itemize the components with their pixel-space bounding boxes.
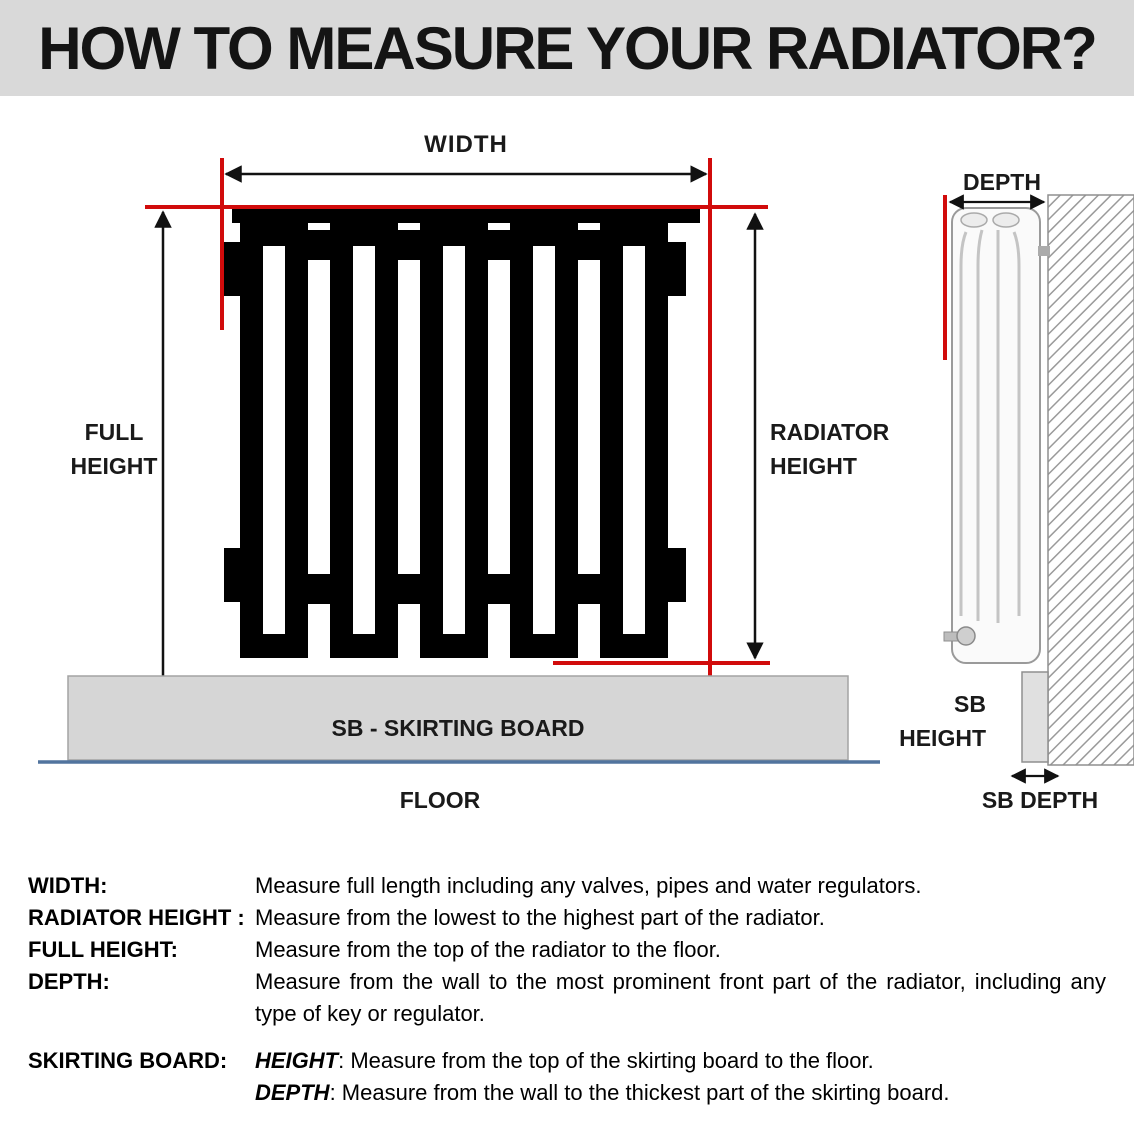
definition-row-skirting-board: SKIRTING BOARD: HEIGHT: Measure from the… (28, 1045, 1106, 1109)
skirting-depth-text: : Measure from the wall to the thickest … (329, 1080, 950, 1105)
definition-row-radiator-height: RADIATOR HEIGHT : Measure from the lowes… (28, 902, 1106, 934)
front-view: WIDTH FULL HEIGHT RADIATOR HEIGHT SB - S… (38, 131, 890, 813)
skirting-depth-term: DEPTH (255, 1080, 330, 1105)
full-height-label-line1: FULL (85, 419, 144, 445)
radiator-height-label-line2: HEIGHT (770, 453, 857, 479)
skirting-height-text: : Measure from the top of the skirting b… (338, 1048, 874, 1073)
full-height-label-line2: HEIGHT (71, 453, 158, 479)
skirting-board-side (1021, 671, 1049, 763)
sb-depth-label: SB DEPTH (982, 787, 1098, 813)
definition-term: RADIATOR HEIGHT : (28, 905, 245, 930)
side-radiator-illustration (943, 207, 1050, 664)
definitions-section: WIDTH: Measure full length including any… (0, 836, 1134, 1109)
skirting-height-line: HEIGHT: Measure from the top of the skir… (255, 1045, 1106, 1077)
definition-term: FULL HEIGHT: (28, 937, 178, 962)
page-title: HOW TO MEASURE YOUR RADIATOR? (38, 14, 1098, 82)
floor-label: FLOOR (400, 787, 481, 813)
radiator-top-bar (232, 205, 700, 223)
definition-text: HEIGHT: Measure from the top of the skir… (255, 1045, 1106, 1109)
skirting-height-term: HEIGHT (255, 1048, 339, 1073)
radiator-connectors (308, 230, 600, 604)
definition-row-width: WIDTH: Measure full length including any… (28, 870, 1106, 902)
diagram-area: WIDTH FULL HEIGHT RADIATOR HEIGHT SB - S… (0, 96, 1134, 836)
width-label: WIDTH (424, 131, 508, 158)
definition-row-depth: DEPTH: Measure from the wall to the most… (28, 966, 1106, 1030)
definition-text: Measure full length including any valves… (255, 873, 922, 898)
definition-term: DEPTH: (28, 969, 110, 994)
sb-height-label-line1: SB (954, 691, 986, 717)
side-view: DEPTH SB HEIGHT SB DEPTH (899, 169, 1134, 813)
wall-hatch (1047, 194, 1134, 766)
definition-term: WIDTH: (28, 873, 108, 898)
definition-term: SKIRTING BOARD: (28, 1048, 228, 1073)
radiator-diagram: WIDTH FULL HEIGHT RADIATOR HEIGHT SB - S… (38, 131, 1134, 813)
definition-text: Measure from the lowest to the highest p… (255, 905, 825, 930)
depth-label: DEPTH (963, 169, 1041, 195)
radiator-columns (240, 222, 668, 658)
skirting-board-box (67, 675, 849, 761)
radiator-height-label-line1: RADIATOR (770, 419, 890, 445)
definition-text: Measure from the top of the radiator to … (255, 937, 721, 962)
title-bar: HOW TO MEASURE YOUR RADIATOR? (0, 0, 1134, 96)
valve-knob (956, 626, 976, 646)
skirting-depth-line: DEPTH: Measure from the wall to the thic… (255, 1077, 1106, 1109)
radiator-brackets (224, 242, 686, 602)
skirting-board-label: SB - SKIRTING BOARD (332, 715, 585, 741)
definition-text: Measure from the wall to the most promin… (255, 969, 1106, 1026)
definition-row-full-height: FULL HEIGHT: Measure from the top of the… (28, 934, 1106, 966)
sb-height-label-line2: HEIGHT (899, 725, 986, 751)
wall-bracket (1038, 246, 1050, 256)
spacer (28, 1030, 1106, 1045)
